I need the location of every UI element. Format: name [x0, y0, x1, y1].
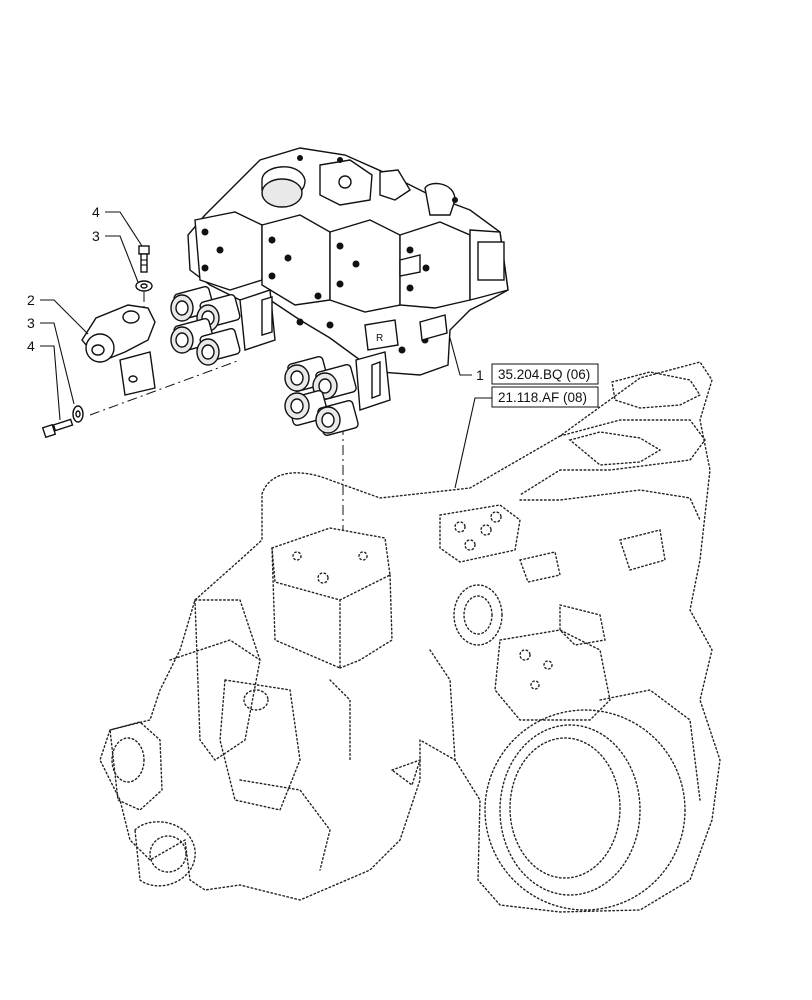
callout-label: 2 [27, 292, 35, 308]
reference-link[interactable]: 35.204.BQ (06) [491, 363, 599, 385]
callouts: 4 3 2 3 4 1 [27, 204, 484, 383]
reference-link-label[interactable]: 21.118.AF (08) [498, 390, 587, 405]
bolt-upper-icon [138, 245, 150, 273]
bolt-lower-icon [41, 418, 74, 439]
washer-lower-icon [72, 405, 84, 423]
callout-leaders [40, 211, 492, 489]
bracket-icon [81, 304, 156, 396]
tractor-housing-phantom-icon [99, 361, 721, 913]
callout-label: 1 [476, 367, 484, 383]
callout-label: 3 [92, 228, 100, 244]
bolt-axis-line [89, 359, 241, 416]
callout-label: 4 [27, 338, 35, 354]
washer-upper-icon [135, 280, 153, 292]
callout-label: 3 [27, 315, 35, 331]
callout-label: 4 [92, 204, 100, 220]
valve-block-assembly-icon: R [170, 147, 509, 436]
reference-link-label[interactable]: 35.204.BQ (06) [498, 367, 590, 382]
svg-text:R: R [376, 333, 383, 344]
reference-link[interactable]: 21.118.AF (08) [491, 386, 599, 408]
